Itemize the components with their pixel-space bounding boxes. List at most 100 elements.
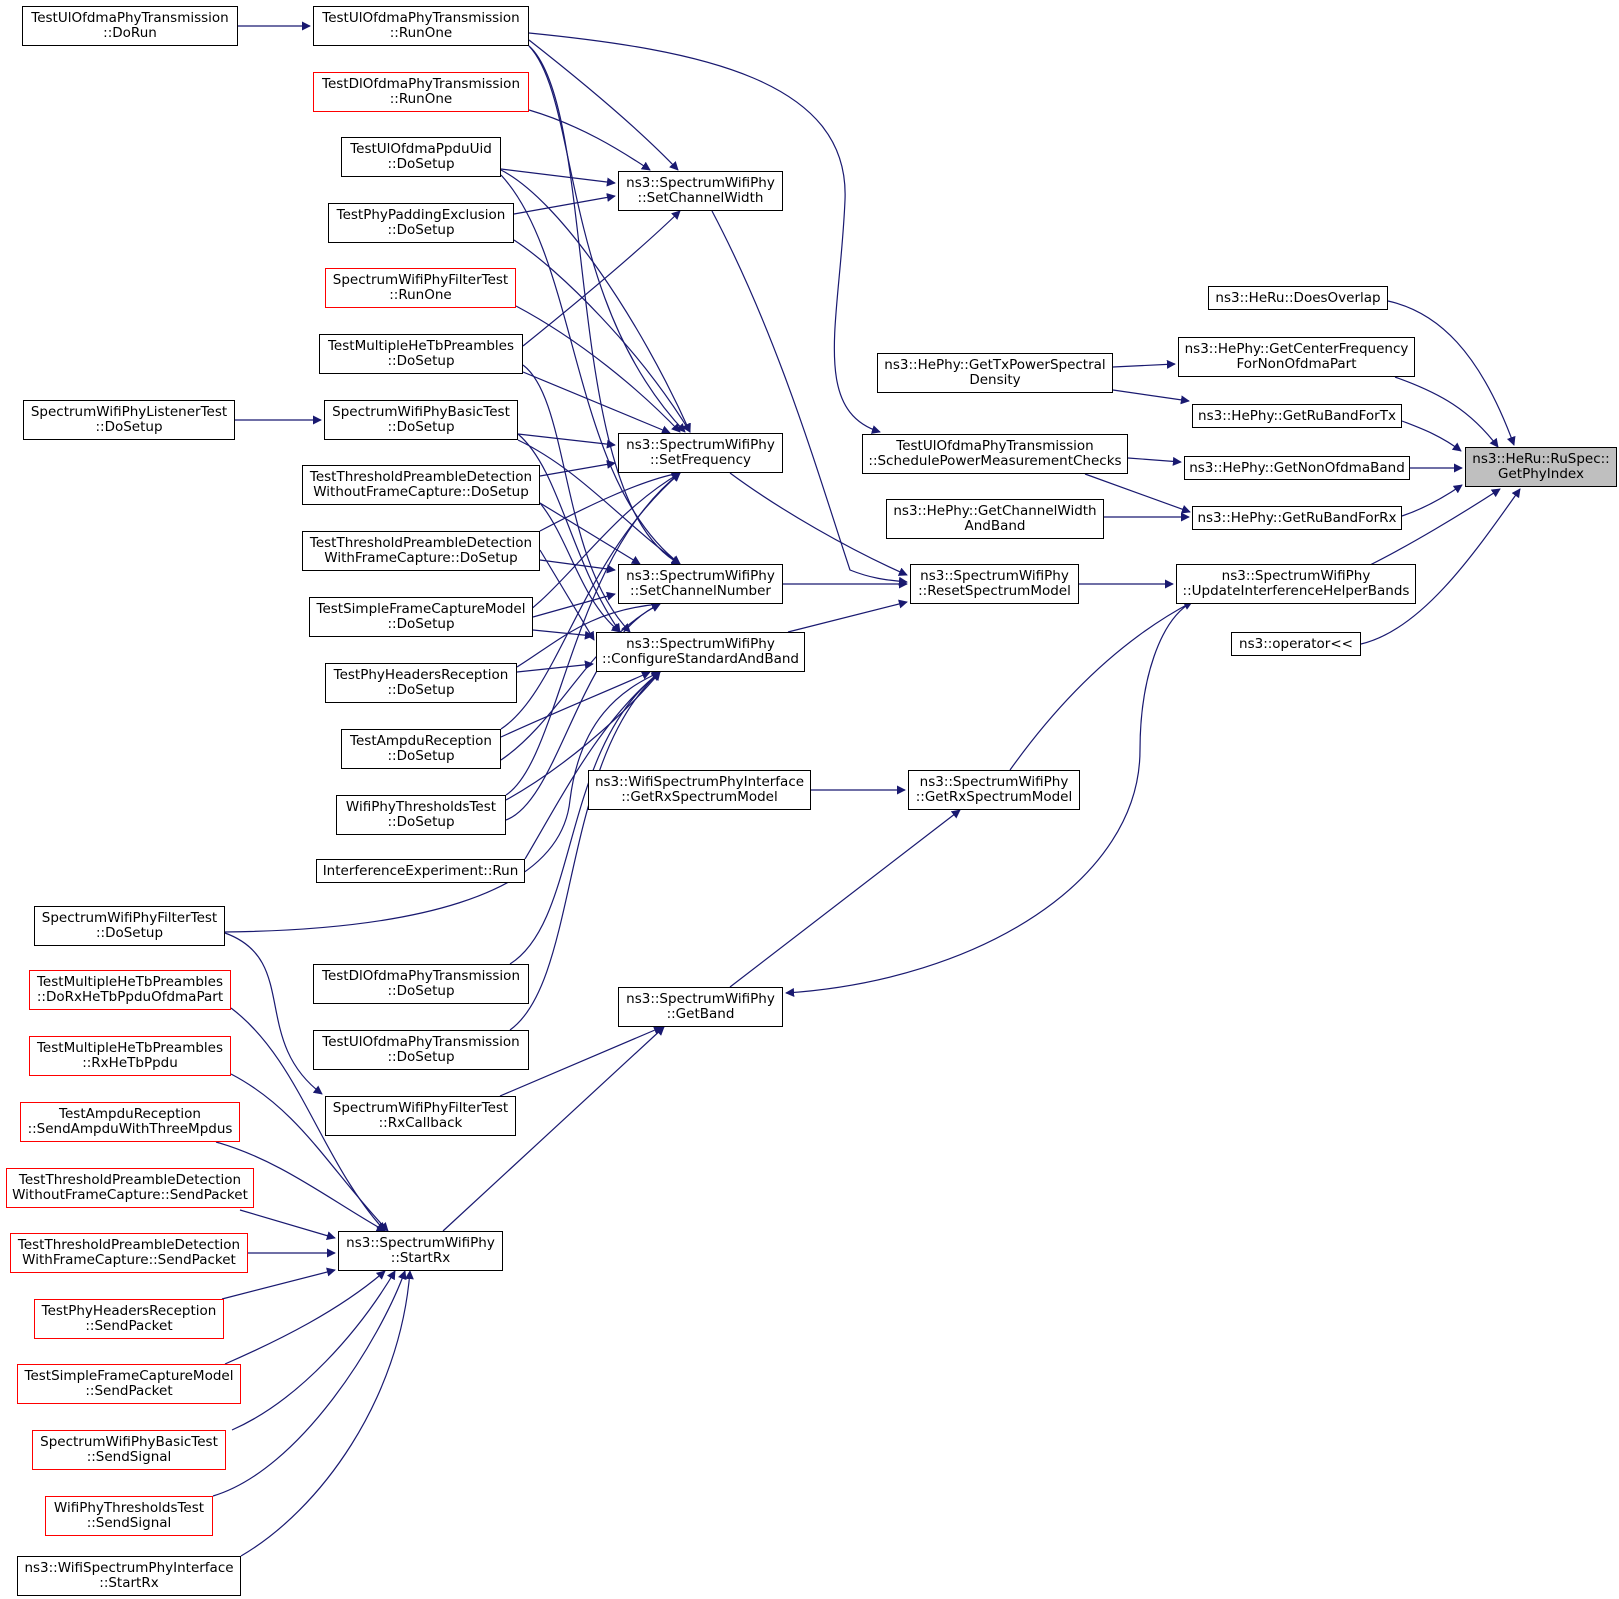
call-edge — [539, 549, 595, 641]
call-edge — [785, 601, 1193, 997]
node-label-line: ns3::operator<< — [1239, 635, 1353, 652]
node-label-line: TestUlOfdmaPhyTransmission — [31, 10, 229, 26]
node-label-line: ns3::WifiSpectrumPhyInterface — [594, 774, 805, 790]
node-get-band[interactable]: ns3::SpectrumWifiPhy::GetBand — [618, 987, 783, 1027]
node-label-line: SpectrumWifiPhyBasicTest — [332, 404, 510, 420]
node-wspi-start-rx[interactable]: ns3::WifiSpectrumPhyInterface::StartRx — [17, 1556, 241, 1596]
node-label-line: ::RxCallback — [378, 1115, 463, 1131]
node-label-line: ::DoSetup — [387, 353, 455, 369]
node-configure-standard-band[interactable]: ns3::SpectrumWifiPhy::ConfigureStandardA… — [596, 632, 805, 672]
node-ampdu-send[interactable]: TestAmpduReception::SendAmpduWithThreeMp… — [20, 1102, 240, 1142]
node-basic-test-setup[interactable]: SpectrumWifiPhyBasicTest::DoSetup — [324, 400, 518, 440]
node-label-line: ::DoSetup — [387, 222, 455, 238]
node-filter-run-one[interactable]: SpectrumWifiPhyFilterTest::RunOne — [325, 268, 516, 308]
node-dl-do-setup[interactable]: TestDlOfdmaPhyTransmission::DoSetup — [313, 964, 529, 1004]
node-label-line: ns3::SpectrumWifiPhy — [626, 175, 775, 191]
call-edge — [221, 1267, 336, 1300]
node-get-rx-spectrum-swp[interactable]: ns3::SpectrumWifiPhy::GetRxSpectrumModel — [908, 770, 1080, 810]
call-edge — [230, 1073, 389, 1232]
node-headers-rx-setup[interactable]: TestPhyHeadersReception::DoSetup — [325, 663, 517, 703]
node-label-line: ::DoSetup — [387, 156, 455, 172]
node-set-frequency[interactable]: ns3::SpectrumWifiPhy::SetFrequency — [618, 433, 783, 473]
node-label-line: ::SchedulePowerMeasurementChecks — [868, 453, 1122, 469]
node-headers-send[interactable]: TestPhyHeadersReception::SendPacket — [34, 1299, 224, 1339]
node-label-line: ::GetRxSpectrumModel — [621, 789, 778, 805]
call-edge — [1127, 456, 1182, 466]
node-does-overlap[interactable]: ns3::HeRu::DoesOverlap — [1208, 286, 1388, 310]
node-label-line: ::SetChannelWidth — [637, 190, 764, 206]
node-label-line: ::DoSetup — [95, 925, 164, 941]
node-label-line: ns3::SpectrumWifiPhy — [919, 774, 1069, 790]
node-ul-do-setup[interactable]: TestUlOfdmaPhyTransmission::DoSetup — [313, 1030, 529, 1070]
call-edge — [224, 671, 661, 933]
node-label-line: SpectrumWifiPhyListenerTest — [30, 404, 228, 420]
call-edge — [1401, 420, 1462, 452]
node-interference-experiment[interactable]: InterferenceExperiment::Run — [316, 859, 525, 883]
node-listener-test-setup[interactable]: SpectrumWifiPhyListenerTest::DoSetup — [23, 400, 235, 440]
call-edge — [1387, 300, 1516, 446]
node-ppdu-uid[interactable]: TestUlOfdmaPpduUid::DoSetup — [341, 137, 501, 177]
node-label-line: GetPhyIndex — [1498, 466, 1584, 482]
node-label-line: TestAmpduReception — [59, 1106, 201, 1122]
node-filter-test-setup[interactable]: SpectrumWifiPhyFilterTest::DoSetup — [34, 906, 225, 946]
node-operator-shift[interactable]: ns3::operator<< — [1231, 632, 1361, 656]
node-label-line: TestThresholdPreambleDetection — [18, 1172, 242, 1188]
node-label-line: TestUlOfdmaPhyTransmission — [896, 438, 1094, 454]
node-set-channel-width[interactable]: ns3::SpectrumWifiPhy::SetChannelWidth — [618, 171, 783, 211]
node-start-rx[interactable]: ns3::SpectrumWifiPhy::StartRx — [338, 1231, 503, 1271]
node-label-line: ::SetFrequency — [649, 452, 751, 468]
node-label-line: ns3::SpectrumWifiPhy — [626, 991, 775, 1007]
call-edge — [513, 192, 616, 215]
node-get-ru-band-rx[interactable]: ns3::HePhy::GetRuBandForRx — [1192, 506, 1402, 530]
node-label-line: ::GetRxSpectrumModel — [915, 789, 1073, 805]
node-label-line: ::RunOne — [389, 91, 453, 107]
node-simple-capture-setup[interactable]: TestSimpleFrameCaptureModel::DoSetup — [309, 597, 533, 637]
node-label-line: ::UpdateInterferenceHelperBands — [1182, 583, 1410, 599]
node-ul-run-one[interactable]: TestUlOfdmaPhyTransmission::RunOne — [313, 6, 529, 46]
node-schedule-power[interactable]: TestUlOfdmaPhyTransmission::SchedulePowe… — [862, 434, 1128, 474]
node-get-non-ofdma-band[interactable]: ns3::HePhy::GetNonOfdmaBand — [1184, 456, 1410, 480]
node-ul-do-run[interactable]: TestUlOfdmaPhyTransmission::DoRun — [22, 6, 238, 46]
node-ampdu-rx-setup[interactable]: TestAmpduReception::DoSetup — [341, 729, 501, 769]
node-dl-run-one[interactable]: TestDlOfdmaPhyTransmission::RunOne — [313, 72, 529, 112]
node-simple-send[interactable]: TestSimpleFrameCaptureModel::SendPacket — [17, 1364, 241, 1404]
node-label-line: ns3::SpectrumWifiPhy — [626, 636, 775, 652]
node-label-line: AndBand — [964, 518, 1026, 534]
node-label-line: ns3::HePhy::GetChannelWidth — [893, 503, 1097, 519]
call-edge — [505, 472, 681, 796]
call-edge — [212, 1270, 407, 1497]
call-edge — [528, 45, 686, 433]
node-multi-do-rx[interactable]: TestMultipleHeTbPreambles::DoRxHeTbPpduO… — [29, 970, 231, 1010]
node-padding-exclusion[interactable]: TestPhyPaddingExclusion::DoSetup — [328, 203, 514, 243]
node-update-interference[interactable]: ns3::SpectrumWifiPhy::UpdateInterference… — [1176, 564, 1416, 604]
node-thresholds-send[interactable]: WifiPhyThresholdsTest::SendSignal — [45, 1496, 213, 1536]
node-label-line: ::DoSetup — [387, 1049, 455, 1065]
call-edge — [711, 210, 908, 586]
node-thresholds-test-setup[interactable]: WifiPhyThresholdsTest::DoSetup — [336, 795, 506, 835]
node-multi-he-tb-setup[interactable]: TestMultipleHeTbPreambles::DoSetup — [319, 334, 523, 374]
node-get-ru-band-tx[interactable]: ns3::HePhy::GetRuBandForTx — [1192, 404, 1402, 428]
node-reset-spectrum-model[interactable]: ns3::SpectrumWifiPhy::ResetSpectrumModel — [910, 564, 1079, 604]
call-edge — [522, 371, 671, 435]
node-set-channel-number[interactable]: ns3::SpectrumWifiPhy::SetChannelNumber — [618, 564, 783, 604]
node-label-line: WithFrameCapture::SendPacket — [22, 1252, 236, 1268]
call-edge — [516, 600, 661, 668]
node-label-line: ::DoSetup — [387, 748, 455, 764]
node-get-rx-spectrum-wspi[interactable]: ns3::WifiSpectrumPhyInterface::GetRxSpec… — [588, 770, 811, 810]
call-edge — [528, 109, 651, 171]
node-basic-send[interactable]: SpectrumWifiPhyBasicTest::SendSignal — [32, 1430, 226, 1470]
node-label-line: ::SendSignal — [86, 1515, 172, 1531]
node-filter-rx-callback[interactable]: SpectrumWifiPhyFilterTest::RxCallback — [325, 1096, 516, 1136]
node-label-line: TestThresholdPreambleDetection — [309, 469, 533, 485]
node-multi-rx-he-tb[interactable]: TestMultipleHeTbPreambles::RxHeTbPpdu — [29, 1036, 231, 1076]
node-label-line: ::DoSetup — [387, 682, 455, 698]
call-edge — [442, 1026, 665, 1232]
